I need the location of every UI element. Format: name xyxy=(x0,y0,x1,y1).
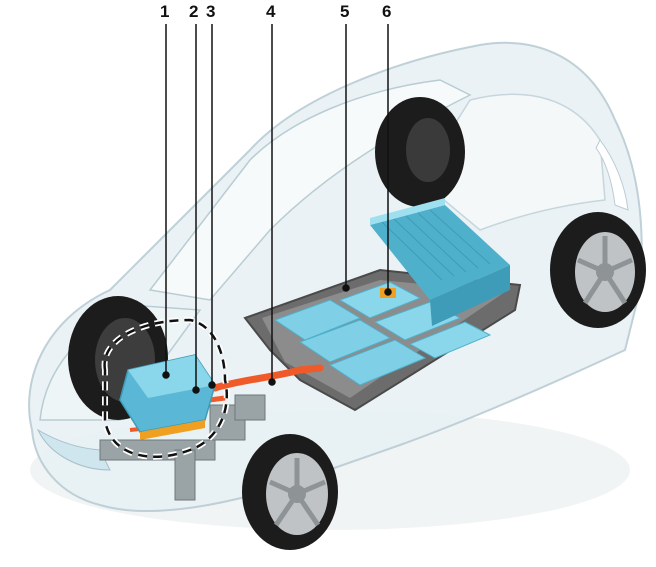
callout-4: 4 xyxy=(266,2,276,21)
high-voltage-cable xyxy=(211,364,324,392)
callout-1: 1 xyxy=(160,2,170,21)
side-window xyxy=(419,93,606,231)
headlight xyxy=(36,428,111,471)
leader-lines xyxy=(162,24,392,394)
electric-motor-unit xyxy=(119,354,216,440)
rear-right-wheel xyxy=(375,97,465,207)
front-right-wheel xyxy=(242,434,338,550)
callout-3: 3 xyxy=(206,2,216,21)
callout-6: 6 xyxy=(382,2,392,21)
rear-left-wheel xyxy=(550,212,646,328)
tail-light xyxy=(595,139,629,211)
callout-2: 2 xyxy=(189,2,199,21)
callout-5: 5 xyxy=(340,2,350,21)
